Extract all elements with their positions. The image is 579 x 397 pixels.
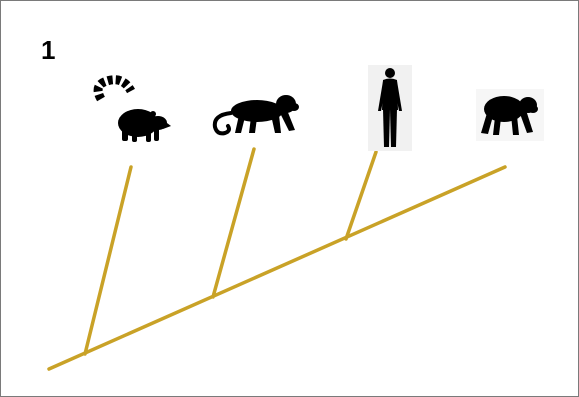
- panel-number: 1: [41, 35, 56, 65]
- branch-lemur: [83, 165, 133, 356]
- main-branch: [47, 165, 507, 371]
- branch-human: [344, 150, 378, 241]
- branch-monkey: [211, 147, 256, 299]
